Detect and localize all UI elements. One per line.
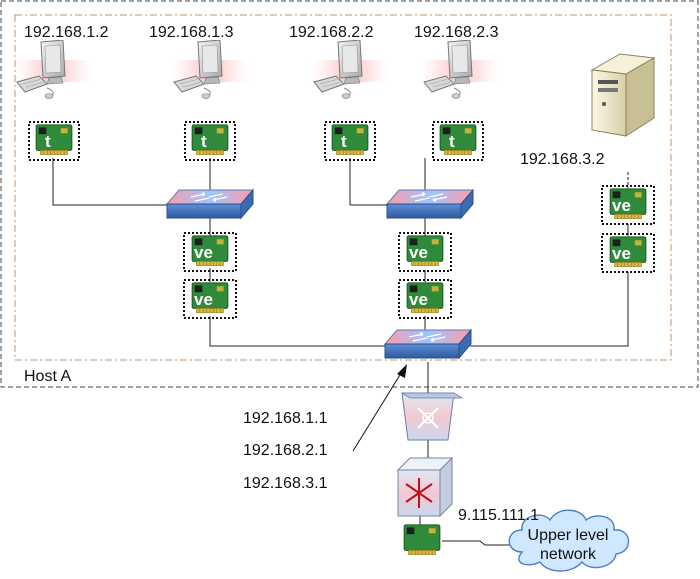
switch-icon	[166, 189, 254, 219]
l3-switch-icon	[396, 456, 454, 518]
gateway-pointer-arrow	[352, 364, 407, 452]
nic-icon	[439, 124, 477, 156]
vm-ip-4: 192.168.2.3	[414, 24, 499, 41]
link-veth-bridge-left	[209, 316, 395, 347]
veth-card-label: ve	[409, 243, 428, 262]
tap-card-label: t	[341, 132, 347, 151]
link-veth-bridge-right	[470, 272, 629, 347]
server-ip: 192.168.3.2	[520, 151, 605, 168]
vm-ip-3: 192.168.2.2	[289, 24, 374, 41]
server-icon	[590, 53, 656, 137]
veth-card-label: ve	[194, 290, 213, 309]
computer-icon	[13, 40, 93, 99]
veth-card-2: ve	[183, 279, 237, 319]
gateway-ip-1: 192.168.1.1	[243, 410, 328, 427]
tap-card-2: t	[184, 121, 236, 161]
veth-card-1: ve	[183, 232, 237, 272]
vm-ip-1: 192.168.1.2	[24, 24, 109, 41]
host-label: Host A	[24, 368, 71, 385]
veth-card-5: ve	[601, 185, 655, 225]
nic-icon	[403, 524, 441, 556]
veth-card-4: ve	[398, 279, 452, 319]
gateway-ip-2: 192.168.2.1	[243, 442, 328, 459]
vm-ip-2: 192.168.1.3	[149, 24, 234, 41]
tap-card-label: t	[45, 132, 51, 151]
computer-icon	[170, 40, 250, 99]
nic-icon	[35, 124, 73, 156]
cloud-icon	[508, 509, 630, 572]
tap-card-3: t	[324, 121, 376, 161]
tap-card-4: t	[432, 121, 484, 161]
connections	[52, 158, 629, 546]
bridge-switch-icon	[384, 329, 472, 359]
switch-icon	[386, 189, 474, 219]
cloud-label-line1: Upper level	[528, 527, 609, 544]
router-icon	[400, 392, 464, 441]
computer-icon	[420, 40, 500, 99]
veth-card-label: ve	[612, 244, 631, 263]
link-vm1-switch1	[52, 158, 170, 206]
outer-boundary	[0, 0, 699, 388]
link-nic-cloud	[442, 540, 520, 546]
veth-card-label: ve	[409, 290, 428, 309]
nic-icon	[191, 124, 229, 156]
veth-card-label: ve	[194, 243, 213, 262]
uplink-ip: 9.115.111.1	[458, 507, 539, 524]
computer-icon	[310, 40, 390, 99]
veth-card-3: ve	[398, 232, 452, 272]
nic-icon	[331, 124, 369, 156]
veth-card-label: ve	[612, 196, 631, 215]
host-boundary	[14, 14, 672, 361]
cloud-label-line2: network	[540, 546, 597, 563]
tap-card-1: t	[28, 121, 80, 161]
tap-card-label: t	[449, 132, 455, 151]
veth-card-6: ve	[601, 233, 655, 273]
tap-card-label: t	[201, 132, 207, 151]
gateway-ip-3: 192.168.3.1	[243, 475, 328, 492]
